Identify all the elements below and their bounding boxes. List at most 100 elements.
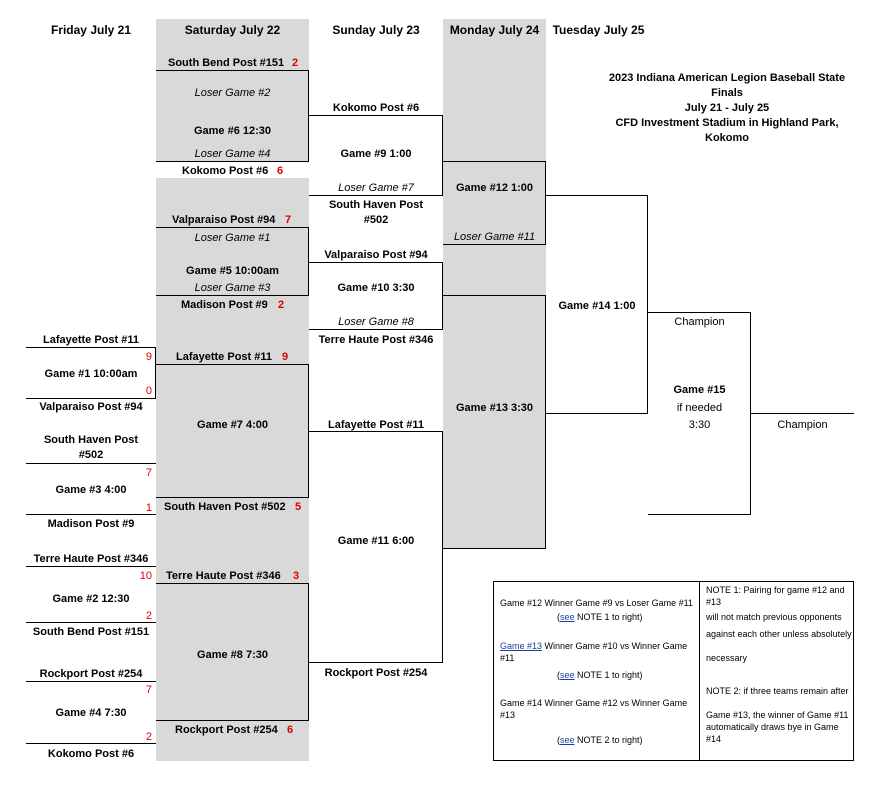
header-tuesday: Tuesday July 25	[552, 23, 645, 37]
page-title-venue: CFD Investment Stadium in Highland Park,	[615, 117, 839, 129]
saturday-g8-line-top	[156, 583, 309, 584]
saturday-g6-bot-team: Kokomo Post #6	[182, 165, 269, 177]
saturday-g8-top-score: 3	[293, 570, 300, 582]
saturday-g6-label: Game #6 12:30	[193, 125, 272, 137]
friday-g1-line-top	[26, 347, 156, 348]
tuesday-g15-time: 3:30	[688, 419, 711, 431]
sunday-g10-line-bot	[309, 329, 443, 330]
monday-g12-label: Game #12 1:00	[455, 182, 534, 194]
header-friday: Friday July 21	[50, 23, 132, 37]
friday-g3-line-top	[26, 463, 156, 464]
note1-line4: against each other unless absolutely	[706, 629, 852, 639]
saturday-g6-bot-bg	[156, 162, 309, 178]
saturday-g5-line-top	[156, 227, 309, 228]
friday-g4-label: Game #4 7:30	[55, 707, 127, 719]
header-monday: Monday July 24	[449, 23, 540, 37]
friday-g4-top-team: Rockport Post #254	[39, 668, 143, 680]
friday-g3-top-team-a: South Haven Post	[43, 434, 139, 446]
page-title-line2: Finals	[711, 87, 743, 99]
sunday-g9-bot-team-b: #502	[363, 214, 389, 226]
tuesday-g15-line-right	[750, 312, 751, 515]
saturday-g7-bot-team: South Haven Post #502	[164, 501, 286, 513]
saturday-g5-label: Game #5 10:00am	[186, 265, 279, 277]
monday-g13-line-bot	[443, 548, 546, 549]
friday-g4-top-score: 7	[145, 684, 152, 696]
note-game14-see-link[interactable]: see	[560, 735, 575, 745]
note-game13-link[interactable]: Game #13	[500, 641, 543, 651]
saturday-g5-bot-team: Madison Post #9	[181, 299, 268, 311]
saturday-g7-line-top	[156, 364, 309, 365]
tuesday-champion-top: Champion	[674, 316, 725, 328]
saturday-g5-top-team: Valparaiso Post #94	[172, 214, 276, 226]
friday-g3-top-team-b: #502	[78, 449, 104, 461]
note1-line5: necessary	[706, 653, 748, 663]
note1-line3: will not match previous opponents	[706, 612, 842, 622]
page-title-city: Kokomo	[705, 132, 749, 144]
sunday-g11-bot-team: Rockport Post #254	[324, 667, 428, 679]
saturday-g8-bot-team: Rockport Post #254	[175, 724, 278, 736]
note-game12-see-link[interactable]: see	[560, 612, 575, 622]
friday-g1-top-score: 9	[145, 351, 152, 363]
saturday-g5-loser-b: Loser Game #3	[194, 282, 271, 294]
sunday-g11-line-top	[309, 431, 443, 432]
saturday-g7-bot-score: 5	[295, 501, 302, 513]
monday-g13-line-top	[443, 295, 546, 296]
friday-g4-line-top	[26, 681, 156, 682]
friday-g2-bot-team: South Bend Post #151	[32, 626, 150, 638]
saturday-g6-line-top	[156, 70, 309, 71]
note-game13-b: #11	[500, 653, 515, 663]
saturday-g5-line-right	[308, 227, 309, 296]
sunday-g11-line-right	[442, 431, 443, 663]
saturday-g6-bot-score: 6	[277, 165, 284, 177]
sunday-g10-bot-team: Terre Haute Post #346	[318, 334, 434, 346]
monday-g12-line-top	[443, 161, 546, 162]
tuesday-g15-if-needed: if needed	[676, 402, 723, 414]
friday-g1-line-bot	[26, 398, 156, 399]
sunday-g9-loser: Loser Game #7	[338, 182, 414, 194]
monday-g13-line-right	[545, 295, 546, 549]
note-game12-see: (see NOTE 1 to right)	[557, 612, 643, 622]
sunday-g10-line-top	[309, 262, 443, 263]
sunday-g10-line-right	[442, 262, 443, 330]
sunday-g10-top-team: Valparaiso Post #94	[324, 249, 428, 261]
sunday-g9-top-team: Kokomo Post #6	[332, 102, 420, 114]
monday-g13-label: Game #13 3:30	[455, 402, 534, 414]
tuesday-g15-line-bot	[648, 514, 751, 515]
saturday-g7-line-bot	[156, 497, 309, 498]
note2-line1: NOTE 2: if three teams remain after	[706, 686, 849, 696]
saturday-g8-line-right	[308, 583, 309, 721]
tuesday-g14-label: Game #14 1:00	[558, 300, 636, 312]
sunday-g11-line-bot	[309, 662, 443, 663]
monday-g12-line-bot	[443, 244, 546, 245]
friday-g2-top-team: Terre Haute Post #346	[33, 553, 149, 565]
saturday-g8-bot-score: 6	[287, 724, 294, 736]
page-title-dates: July 21 - July 25	[684, 102, 770, 114]
saturday-g8-label: Game #8 7:30	[197, 649, 268, 661]
saturday-g5-bot-score: 2	[278, 299, 285, 311]
friday-g1-label: Game #1 10:00am	[44, 368, 138, 380]
saturday-g6-top-team: South Bend Post #151	[168, 57, 285, 69]
note1-line2: #13	[706, 597, 722, 607]
note-game13-see-link[interactable]: see	[560, 670, 575, 680]
friday-g2-label: Game #2 12:30	[52, 593, 130, 605]
friday-g3-line-bot	[26, 514, 156, 515]
friday-g4-bot-score: 2	[145, 731, 152, 743]
page-title-line1: 2023 Indiana American Legion Baseball St…	[608, 72, 846, 84]
friday-g2-top-score: 10	[139, 570, 152, 582]
friday-g1-line-right	[155, 347, 156, 399]
notes-box	[493, 581, 854, 761]
sunday-g9-label: Game #9 1:00	[340, 148, 412, 160]
note-game12: Game #12 Winner Game #9 vs Loser Game #1…	[500, 598, 693, 608]
sunday-g9-line-bot	[309, 195, 443, 196]
friday-g3-bot-team: Madison Post #9	[47, 518, 135, 530]
sunday-g11-label: Game #11 6:00	[337, 535, 415, 547]
note-game14-see: (see NOTE 2 to right)	[557, 735, 643, 745]
sunday-g9-bot-team-a: South Haven Post	[328, 199, 424, 211]
saturday-g6-loser-b: Loser Game #4	[194, 148, 271, 160]
friday-g2-line-top	[26, 566, 156, 567]
friday-g3-label: Game #3 4:00	[55, 484, 127, 496]
friday-g1-bot-score: 0	[145, 385, 152, 397]
sunday-g10-label: Game #10 3:30	[337, 282, 415, 294]
saturday-g7-line-right	[308, 364, 309, 498]
saturday-g8-line-bot	[156, 720, 309, 721]
